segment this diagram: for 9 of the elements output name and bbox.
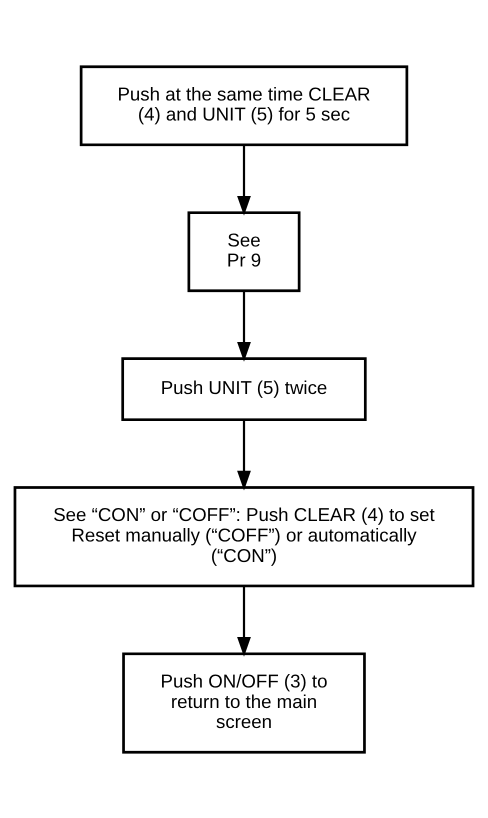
node-box: See “CON” or “COFF”: Push CLEAR (4) to set Reset manually (“COFF”) or automatically (“CON”) — [14, 486, 474, 587]
arrow — [237, 420, 251, 490]
node-box: Push UNIT (5) twice — [121, 356, 367, 421]
arrow — [237, 144, 251, 216]
node-box: Push at the same time CLEAR (4) and UNIT (5) for 5 sec — [80, 64, 408, 146]
node-box: Push ON/OFF (3) to return to the main screen — [122, 652, 366, 754]
arrow — [237, 586, 251, 656]
node-box: See Pr 9 — [188, 210, 300, 292]
arrow — [237, 290, 251, 362]
